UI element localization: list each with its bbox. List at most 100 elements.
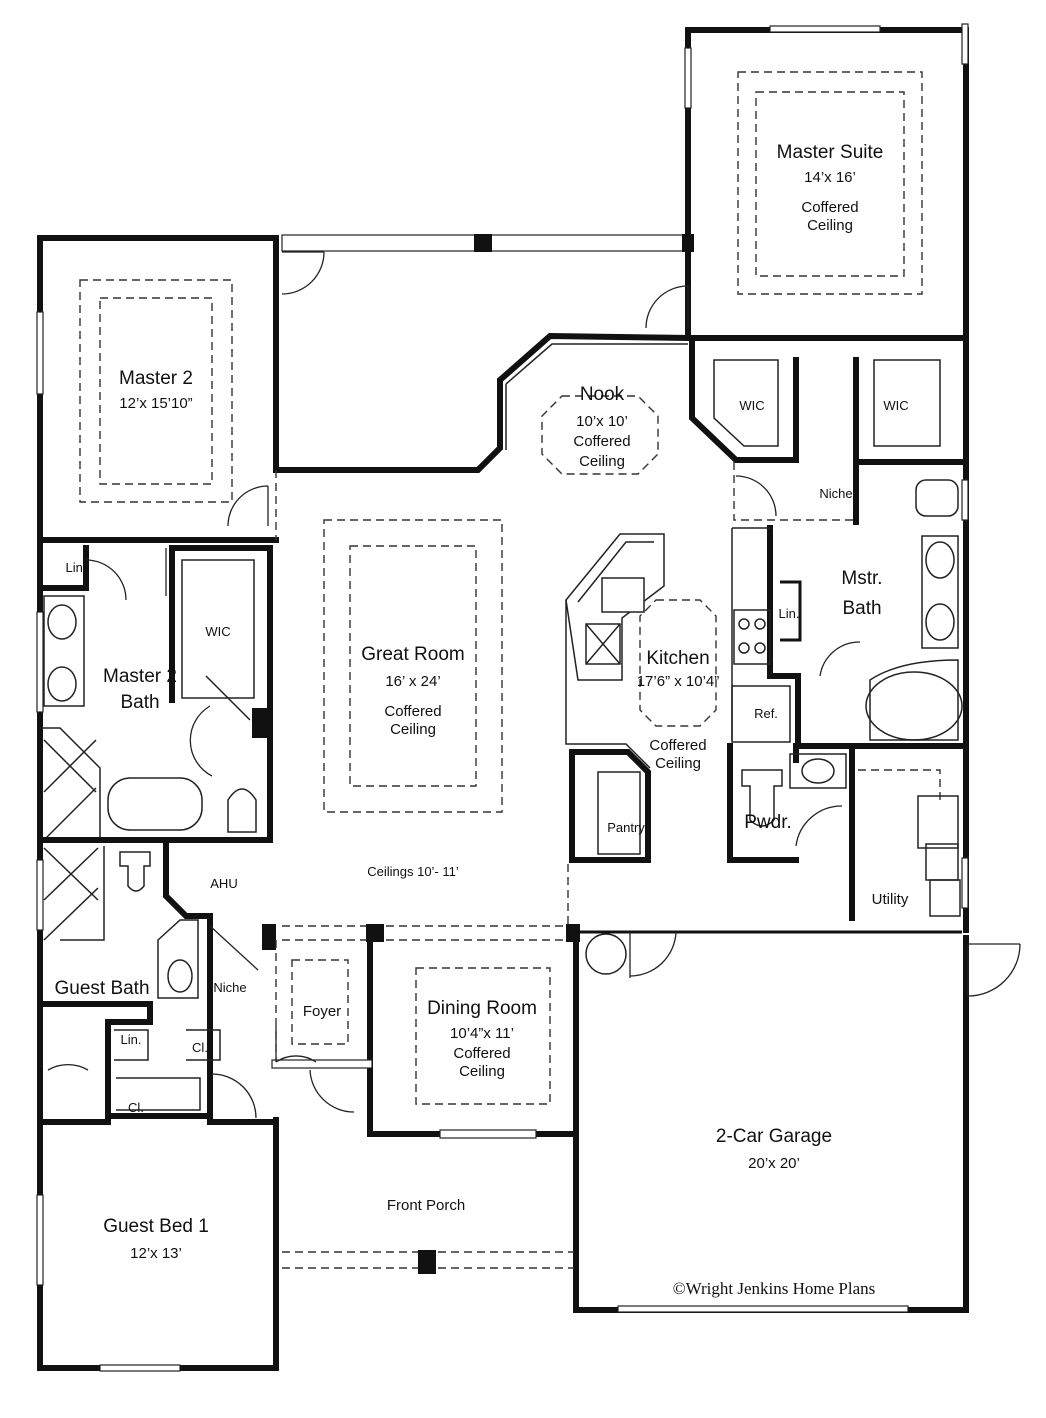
door-swing (211, 1073, 257, 1119)
utility-outline (858, 769, 941, 800)
porch-post (682, 234, 694, 252)
wic-right-wall (853, 357, 969, 525)
master-2-bath: Master 2 Bath Lin. WIC (37, 545, 273, 843)
room-dimensions: 20’x 20’ (748, 1155, 800, 1172)
wall-block (252, 708, 270, 738)
wic-shelf (873, 359, 941, 447)
linen-wall (37, 545, 89, 591)
ceiling-note: Coffered (453, 1045, 510, 1062)
coffered-ceiling-outline (541, 395, 659, 475)
room-name: Foyer (303, 1003, 341, 1020)
room-name: WIC (739, 398, 764, 413)
wall-block (262, 924, 276, 950)
room-name: Great Room (361, 644, 464, 665)
washer (917, 795, 959, 849)
foyer-dining: Foyer Dining Room 10’4”x 11’ Coffered Ce… (271, 924, 580, 1139)
room-name: AHU (210, 876, 237, 891)
front-door (271, 1059, 373, 1069)
shower-floor (43, 739, 97, 841)
window (36, 311, 44, 395)
door-swing (795, 805, 843, 847)
garage: 2-Car Garage 20’x 20’ ©Wright Jenkins Ho… (585, 931, 1021, 1298)
room-name: 2-Car Garage (716, 1126, 832, 1147)
vanity (789, 753, 847, 789)
sink-icon (601, 577, 645, 613)
dishwasher-mark (585, 623, 621, 665)
room-name: Pantry (607, 820, 645, 835)
door-swing (967, 943, 1021, 997)
door-swing (189, 705, 213, 777)
ceilings-note: Ceilings 10’- 11’ (367, 864, 459, 879)
room-name: Dining Room (427, 998, 537, 1019)
room-name: Lin. (66, 560, 87, 575)
room-dimensions: 12’x 13’ (130, 1245, 182, 1262)
wic-left-wall (689, 335, 799, 463)
toilet-icon (741, 769, 783, 827)
tub-icon (107, 777, 203, 831)
room-name: Master Suite (777, 142, 884, 163)
window (684, 47, 692, 109)
door-swing (281, 251, 325, 295)
room-name: Guest Bed 1 (103, 1216, 209, 1237)
rear-porch (273, 234, 694, 473)
refrigerator (731, 685, 791, 743)
coffered-ceiling-outline (349, 545, 477, 787)
beam-outline (282, 925, 566, 941)
burner-icon (754, 618, 766, 630)
door-leaf (205, 675, 251, 721)
pantry-shelf (597, 771, 641, 855)
window-line (505, 343, 688, 450)
window (961, 23, 969, 65)
door-swing (227, 485, 269, 527)
sink-icon (167, 959, 193, 993)
room-name: Master 2 (103, 666, 177, 687)
room-name: Mstr. (841, 568, 882, 589)
counter-edge (577, 541, 654, 603)
foyer-ceiling-outline (291, 959, 349, 1045)
room-name: WIC (205, 624, 230, 639)
door-swing (275, 1026, 317, 1063)
room-name: Niche (819, 486, 852, 501)
room-name: Kitchen (646, 648, 709, 669)
room-dimensions: 12’x 15’10” (119, 395, 192, 412)
room-name: Ref. (754, 706, 778, 721)
door-swing (735, 475, 777, 517)
pantry-wall (569, 749, 651, 863)
powder-wall (727, 743, 799, 863)
sink-icon (47, 666, 77, 702)
room-name: Cl. (192, 1040, 208, 1055)
room-dimensions: 14’x 16’ (804, 169, 856, 186)
room-dimensions: 17’6” x 10’4” (637, 673, 720, 690)
great-room: Great Room 16’ x 24’ Coffered Ceiling Ce… (323, 519, 503, 879)
room-name: Lin. (779, 606, 800, 621)
coffered-ceiling-outline (415, 967, 551, 1105)
ahu-wall (163, 837, 213, 1121)
room-name: Bath (842, 598, 881, 619)
door-leaf (209, 925, 259, 971)
coffered-ceiling-outline (323, 519, 503, 813)
vanity (43, 595, 85, 707)
shower-floor (43, 847, 99, 941)
room-name: Utility (872, 891, 909, 908)
window (99, 1364, 181, 1372)
door-swing (309, 1069, 355, 1113)
toilet-icon (227, 788, 257, 833)
nook: Nook 10’x 10’ Coffered Ceiling (541, 384, 659, 475)
window (36, 859, 44, 931)
window (961, 857, 969, 909)
ceiling-note: Coffered (573, 433, 630, 450)
porch-post (418, 1250, 436, 1274)
coffered-ceiling-outline (79, 279, 233, 503)
door-swing (645, 285, 689, 329)
sink-icon (801, 758, 835, 784)
coffered-ceiling-outline (755, 91, 905, 277)
ceiling-note: Ceiling (807, 217, 853, 234)
shower-wall (60, 846, 105, 941)
ceiling-note: Coffered (649, 737, 706, 754)
ceiling-note: Ceiling (579, 453, 625, 470)
wic-shelf (181, 559, 255, 699)
ceiling-note: Coffered (801, 199, 858, 216)
room-name: Front Porch (387, 1197, 465, 1214)
